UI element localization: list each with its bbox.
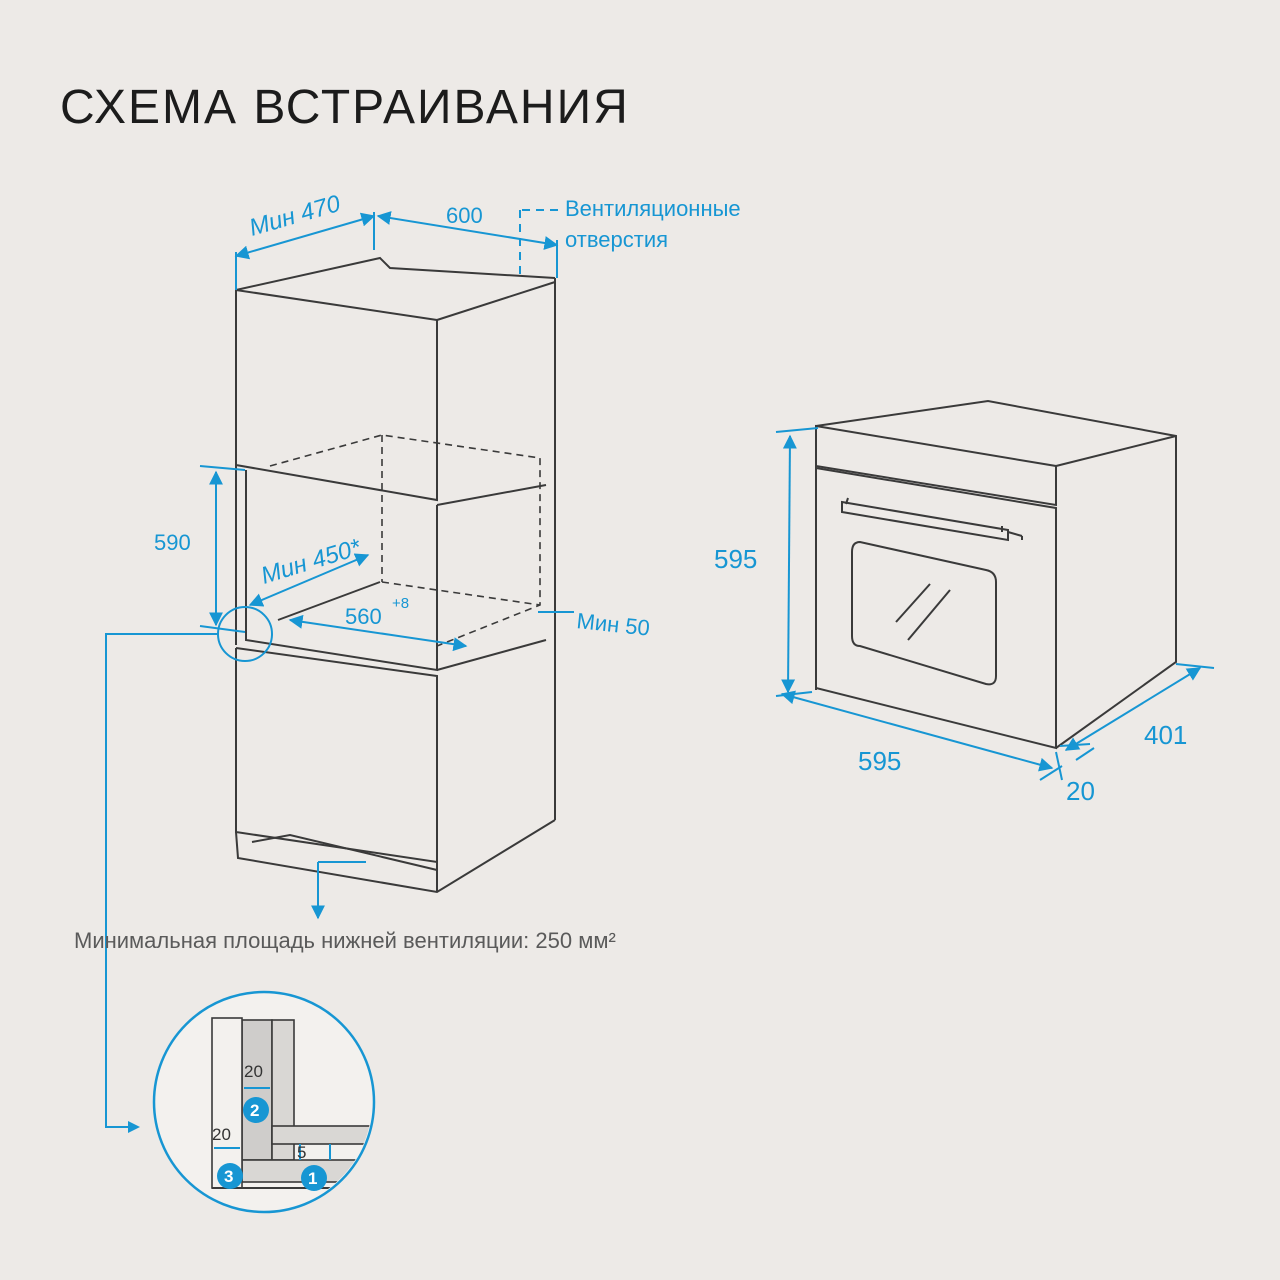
- upper-cabinet: [235, 256, 556, 820]
- vent-label-line2: отверстия: [565, 227, 668, 252]
- cabinet-dimensions: [105, 209, 574, 1133]
- oven-handle: [841, 497, 1023, 542]
- detail-dim-gap: 5: [297, 1143, 306, 1162]
- badge-2: 2: [243, 1097, 269, 1123]
- niche-width-label: 560: [345, 604, 382, 629]
- cabinet-drawing: [235, 256, 556, 920]
- badge-1: 1: [301, 1165, 327, 1191]
- oven-front-thickness-label: 20: [1066, 776, 1095, 806]
- oven-drawing: [815, 399, 1177, 750]
- badge-3: 3: [217, 1163, 243, 1189]
- detail-callout: 20 20 5 2 3 1: [152, 990, 376, 1214]
- lower-cabinet: [235, 647, 556, 894]
- niche-width-tolerance: +8: [392, 595, 409, 612]
- cabinet-min-depth-label: Мин 470: [246, 190, 344, 242]
- cabinet-width-label: 600: [446, 203, 483, 228]
- top-gap-label: Мин 50: [575, 608, 651, 641]
- niche-depth-label: Мин 450*: [258, 534, 365, 590]
- svg-text:3: 3: [224, 1167, 233, 1186]
- oven-depth-label: 401: [1144, 720, 1187, 750]
- page-title: СХЕМА ВСТРАИВАНИЯ: [60, 81, 630, 134]
- detail-dim-top: 20: [244, 1062, 263, 1081]
- svg-text:1: 1: [308, 1169, 317, 1188]
- oven-window: [851, 540, 997, 686]
- oven-niche: [235, 434, 547, 672]
- vent-label-line1: Вентиляционные: [565, 196, 741, 221]
- oven-width-label: 595: [858, 746, 901, 776]
- oven-height-label: 595: [714, 544, 757, 574]
- svg-text:2: 2: [250, 1101, 259, 1120]
- bottom-vent-note: Минимальная площадь нижней вентиляции: 2…: [74, 928, 616, 953]
- oven-dimensions: [775, 427, 1215, 781]
- bottom-vent-arrow: [311, 861, 366, 920]
- niche-height-label: 590: [154, 530, 191, 555]
- detail-dim-left: 20: [212, 1125, 231, 1144]
